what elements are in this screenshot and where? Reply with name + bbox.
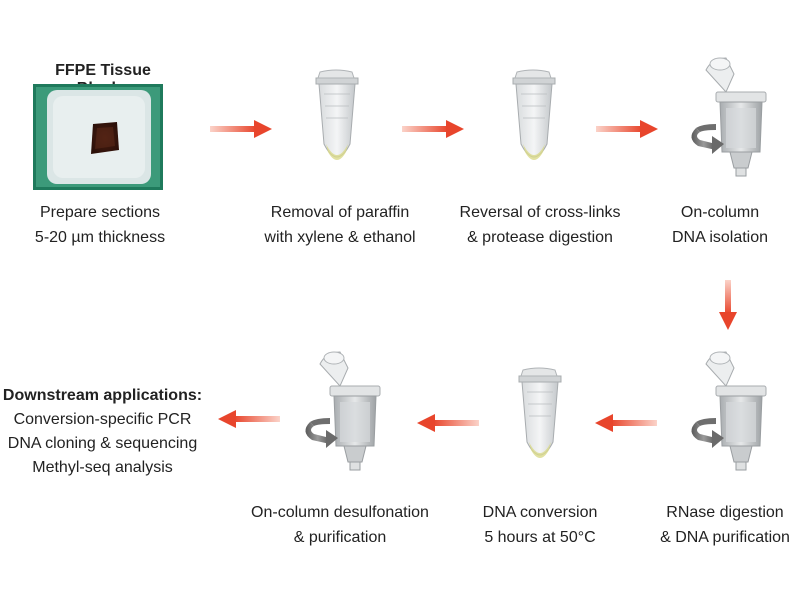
conversion-caption-line2: 5 hours at 50°C	[484, 529, 596, 546]
isolation-caption-line1: On-column	[680, 204, 760, 221]
arrow-right-1	[210, 120, 272, 138]
ffpe-caption-line2: 5-20 µm thickness	[34, 229, 166, 246]
rnase-caption: RNase digestion & DNA purification	[652, 500, 798, 550]
rnase-caption-line2: & DNA purification	[660, 529, 790, 546]
spin-column-icon	[305, 351, 381, 471]
paraffin-caption-line2: with xylene & ethanol	[264, 229, 416, 246]
arrow-left-2	[417, 414, 479, 432]
ffpe-caption: Prepare sections 5-20 µm thickness	[20, 200, 180, 250]
ffpe-caption-line1: Prepare sections	[39, 204, 161, 221]
microcentrifuge-tube-icon	[315, 69, 359, 160]
downstream-applications: Downstream applications: Conversion-spec…	[0, 384, 205, 480]
isolation-caption-line2: DNA isolation	[671, 229, 769, 246]
arrow-right-3	[596, 120, 658, 138]
crosslinks-caption: Reversal of cross-links & protease diges…	[450, 200, 630, 250]
desulfonation-caption-line2: & purification	[293, 529, 387, 546]
paraffin-caption-line1: Removal of paraffin	[270, 204, 410, 221]
microcentrifuge-tube-icon	[512, 69, 556, 160]
arrow-down	[719, 280, 737, 330]
downstream-item: Conversion-specific PCR	[13, 411, 192, 428]
arrow-right-2	[402, 120, 464, 138]
isolation-caption: On-column DNA isolation	[650, 200, 790, 250]
arrow-left-3	[218, 410, 280, 428]
downstream-item: Methyl-seq analysis	[32, 459, 173, 476]
paraffin-caption: Removal of paraffin with xylene & ethano…	[255, 200, 425, 250]
crosslinks-caption-line2: & protease digestion	[467, 229, 613, 246]
conversion-caption: DNA conversion 5 hours at 50°C	[465, 500, 615, 550]
desulfonation-caption-line1: On-column desulfonation	[251, 504, 429, 521]
desulfonation-caption: On-column desulfonation & purification	[240, 500, 440, 550]
arrow-left-1	[595, 414, 657, 432]
microcentrifuge-tube-icon	[518, 367, 562, 458]
spin-column-icon	[691, 351, 767, 471]
downstream-item: DNA cloning & sequencing	[7, 435, 198, 452]
spin-column-icon	[691, 57, 767, 177]
conversion-caption-line1: DNA conversion	[482, 504, 598, 521]
downstream-title: Downstream applications:	[2, 387, 203, 404]
crosslinks-caption-line1: Reversal of cross-links	[459, 204, 621, 221]
ffpe-tissue-block-image	[33, 84, 163, 190]
rnase-caption-line1: RNase digestion	[666, 504, 784, 521]
